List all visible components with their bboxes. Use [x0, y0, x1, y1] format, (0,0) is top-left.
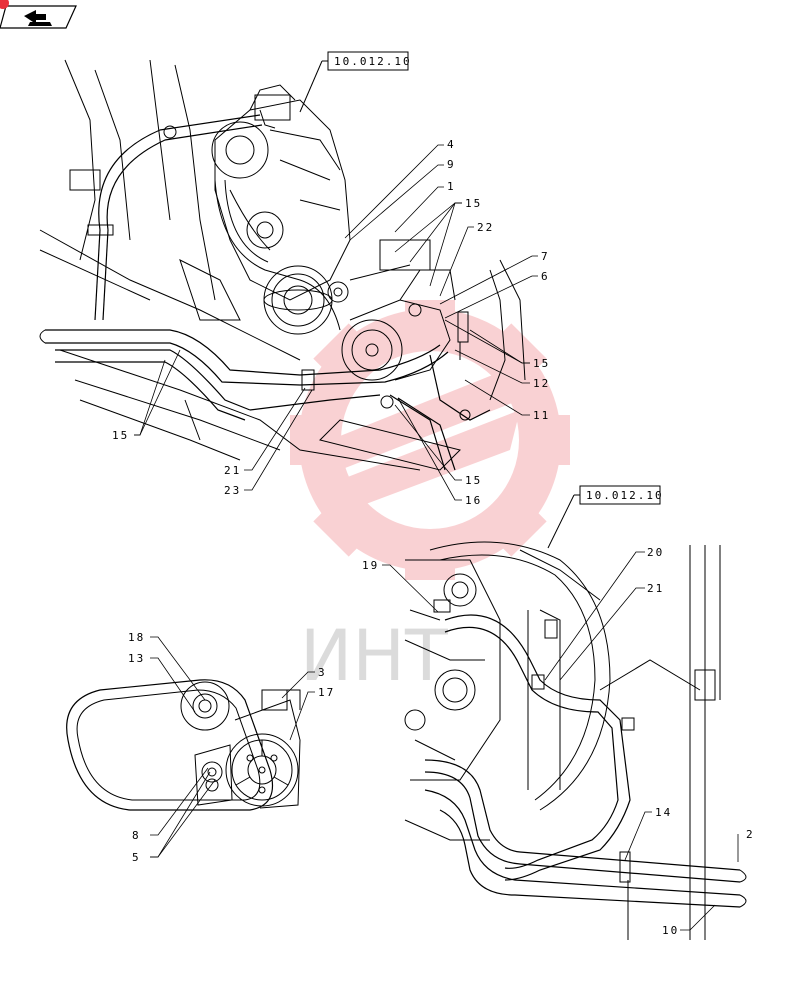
callout-2[interactable]: 2: [746, 828, 755, 841]
callout-20[interactable]: 20: [647, 546, 664, 559]
callout-7[interactable]: 7: [541, 250, 550, 263]
callout-15-left[interactable]: 15: [112, 429, 129, 442]
watermark-text: ИНТ: [300, 615, 448, 697]
callout-4[interactable]: 4: [447, 138, 456, 151]
watermark-gear: [290, 300, 570, 580]
indicator-dot-icon: [0, 0, 9, 9]
callout-22[interactable]: 22: [477, 221, 494, 234]
callout-15-right[interactable]: 15: [533, 357, 550, 370]
callout-13[interactable]: 13: [128, 652, 145, 665]
callout-18[interactable]: 18: [128, 631, 145, 644]
callout-5[interactable]: 5: [132, 851, 141, 864]
engine-assembly-bottom: [404, 541, 747, 940]
callout-12[interactable]: 12: [533, 377, 550, 390]
reference-box-bottom[interactable]: 10.012.10: [579, 485, 664, 505]
callout-16[interactable]: 16: [465, 494, 482, 507]
reference-label-bottom[interactable]: 10.012.10: [586, 489, 664, 502]
callout-21-top[interactable]: 21: [224, 464, 241, 477]
callout-19[interactable]: 19: [362, 559, 379, 572]
back-navigation[interactable]: [0, 0, 82, 38]
belt-detail-inset: [66, 679, 301, 811]
callout-3[interactable]: 3: [318, 666, 327, 679]
callout-6[interactable]: 6: [541, 270, 550, 283]
callout-23[interactable]: 23: [224, 484, 241, 497]
callout-9[interactable]: 9: [447, 158, 456, 171]
callout-21-bottom[interactable]: 21: [647, 582, 664, 595]
callout-15-top[interactable]: 15: [465, 197, 482, 210]
callout-1[interactable]: 1: [447, 180, 456, 193]
leader-lines: [134, 144, 739, 931]
engine-assembly-top: [39, 59, 526, 471]
callout-14[interactable]: 14: [655, 806, 672, 819]
callouts: 4 9 1 15 22 7 6 15 12 11 15 21 23 15 16 …: [112, 138, 755, 937]
callout-17[interactable]: 17: [318, 686, 335, 699]
callout-10[interactable]: 10: [662, 924, 679, 937]
reference-box-top[interactable]: 10.012.10: [327, 51, 412, 71]
callout-8[interactable]: 8: [132, 829, 141, 842]
callout-11[interactable]: 11: [533, 409, 550, 422]
back-arrow-icon[interactable]: [24, 10, 52, 26]
reference-label-top[interactable]: 10.012.10: [334, 55, 412, 68]
callout-15-bottom[interactable]: 15: [465, 474, 482, 487]
